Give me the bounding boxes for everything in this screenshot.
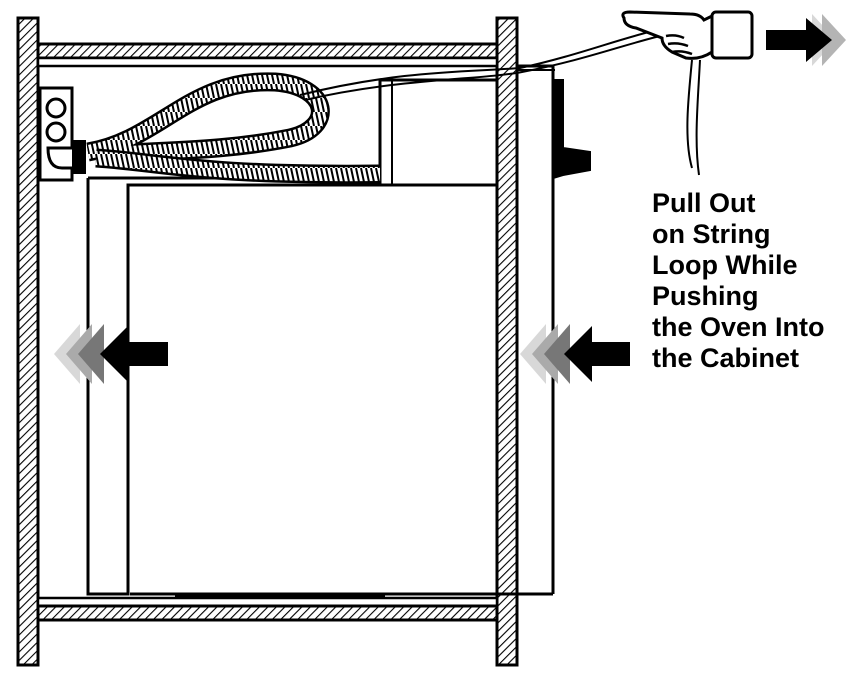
caption-line: on String [652, 219, 771, 249]
caption-line: Pushing [652, 281, 759, 311]
pointing-hand-icon [621, 10, 754, 60]
arrow-left-icon [54, 324, 168, 384]
instruction-caption: Pull Out on String Loop While Pushing th… [652, 188, 862, 374]
caption-line: Loop While [652, 250, 798, 280]
cabinet-right-wall [495, 16, 519, 667]
flexible-conduit [86, 72, 381, 184]
string-loop [299, 27, 701, 176]
cabinet-bottom-shelf [36, 596, 499, 622]
cabinet-top-shelf [36, 42, 499, 68]
caption-line: the Cabinet [652, 343, 800, 373]
caption-line: Pull Out [652, 188, 756, 218]
junction-box [38, 86, 86, 182]
caption-line: the Oven Into [652, 312, 825, 342]
arrow-right-icon [766, 14, 846, 66]
arrow-left-icon [520, 324, 630, 384]
cabinet-left-wall [16, 16, 40, 667]
